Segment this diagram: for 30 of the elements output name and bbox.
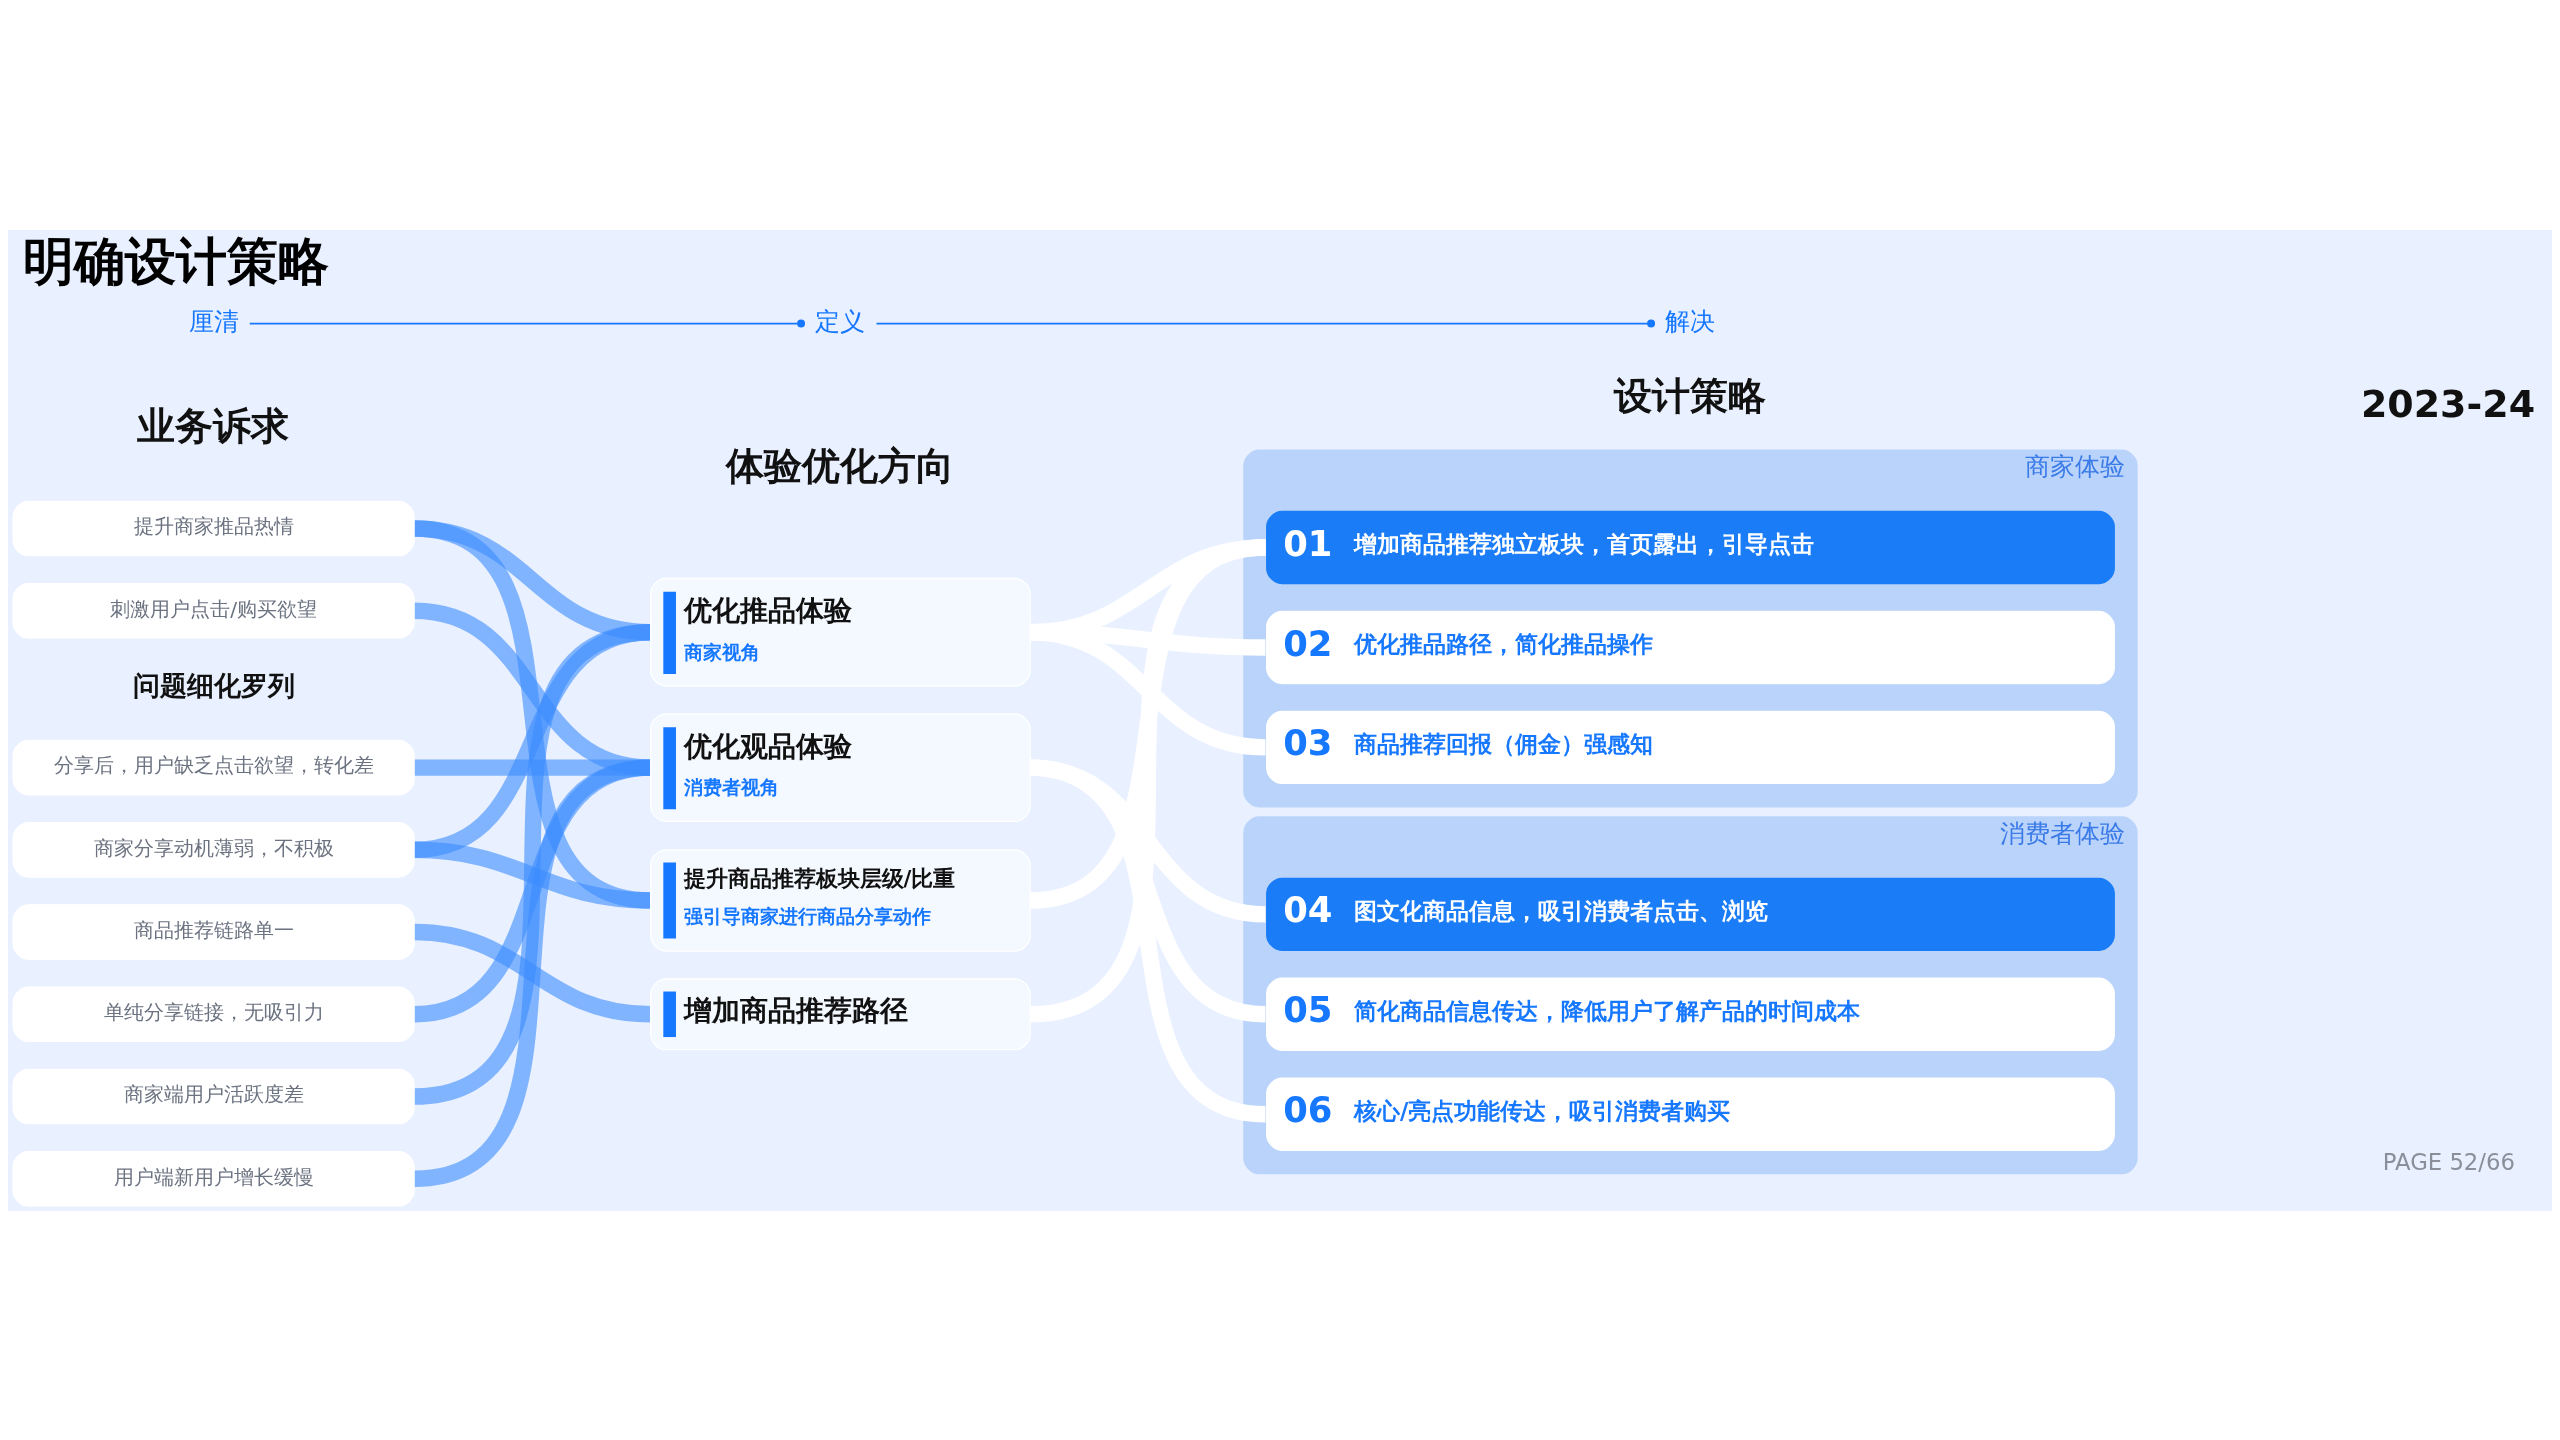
node-box: 03 商品推荐回报（佣金）强感知 bbox=[1266, 710, 2115, 784]
diagram-title: 明确设计策略 bbox=[23, 231, 330, 291]
label: 2023-24 bbox=[2360, 381, 2536, 426]
node-box: 提升商品推荐板块层级/比重 强引导商家进行商品分享动作 bbox=[650, 848, 1031, 952]
node-box: 05 简化商品信息传达，降低用户了解产品的时间成本 bbox=[1266, 977, 2115, 1051]
node-text: 厘清 bbox=[188, 306, 239, 336]
node-box: 04 图文化商品信息，吸引消费者点击、浏览 bbox=[1266, 877, 2115, 951]
label: 问题细化罗列 bbox=[133, 669, 296, 701]
node-box: 06 核心/亮点功能传达，吸引消费者购买 bbox=[1266, 1077, 2115, 1151]
node-text: 定义 bbox=[815, 306, 866, 336]
node-box: 优化观品体验 消费者视角 bbox=[650, 712, 1031, 822]
node-box: 商家分享动机薄弱，不积极 bbox=[12, 821, 415, 878]
node-box: 刺激用户点击/购买欲望 bbox=[12, 582, 415, 639]
label: 体验优化方向 bbox=[725, 443, 954, 488]
label: 设计策略 bbox=[1613, 373, 1766, 418]
connector bbox=[248, 319, 806, 328]
node-box: 用户端新用户增长缓慢 bbox=[12, 1150, 415, 1207]
node-box: 提升商家推品热情 bbox=[12, 500, 415, 556]
node-text: 解决 bbox=[1665, 306, 1716, 336]
connector bbox=[875, 319, 1656, 328]
node-box: 分享后，用户缺乏点击欲望，转化差 bbox=[12, 739, 415, 795]
node-box: 商家端用户活跃度差 bbox=[12, 1068, 415, 1124]
node-box: 单纯分享链接，无吸引力 bbox=[12, 985, 415, 1042]
node-box: 增加商品推荐路径 bbox=[650, 977, 1031, 1050]
node-box: 02 优化推品路径，简化推品操作 bbox=[1266, 610, 2115, 684]
node-box: 商品推荐链路单一 bbox=[12, 903, 415, 960]
label: 业务诉求 bbox=[137, 403, 290, 448]
label: PAGE 52/66 bbox=[2382, 1148, 2515, 1175]
node-box: 01 增加商品推荐独立板块，首页露出，引导点击 bbox=[1266, 510, 2115, 584]
node-box: 优化推品体验 商家视角 bbox=[650, 577, 1031, 687]
